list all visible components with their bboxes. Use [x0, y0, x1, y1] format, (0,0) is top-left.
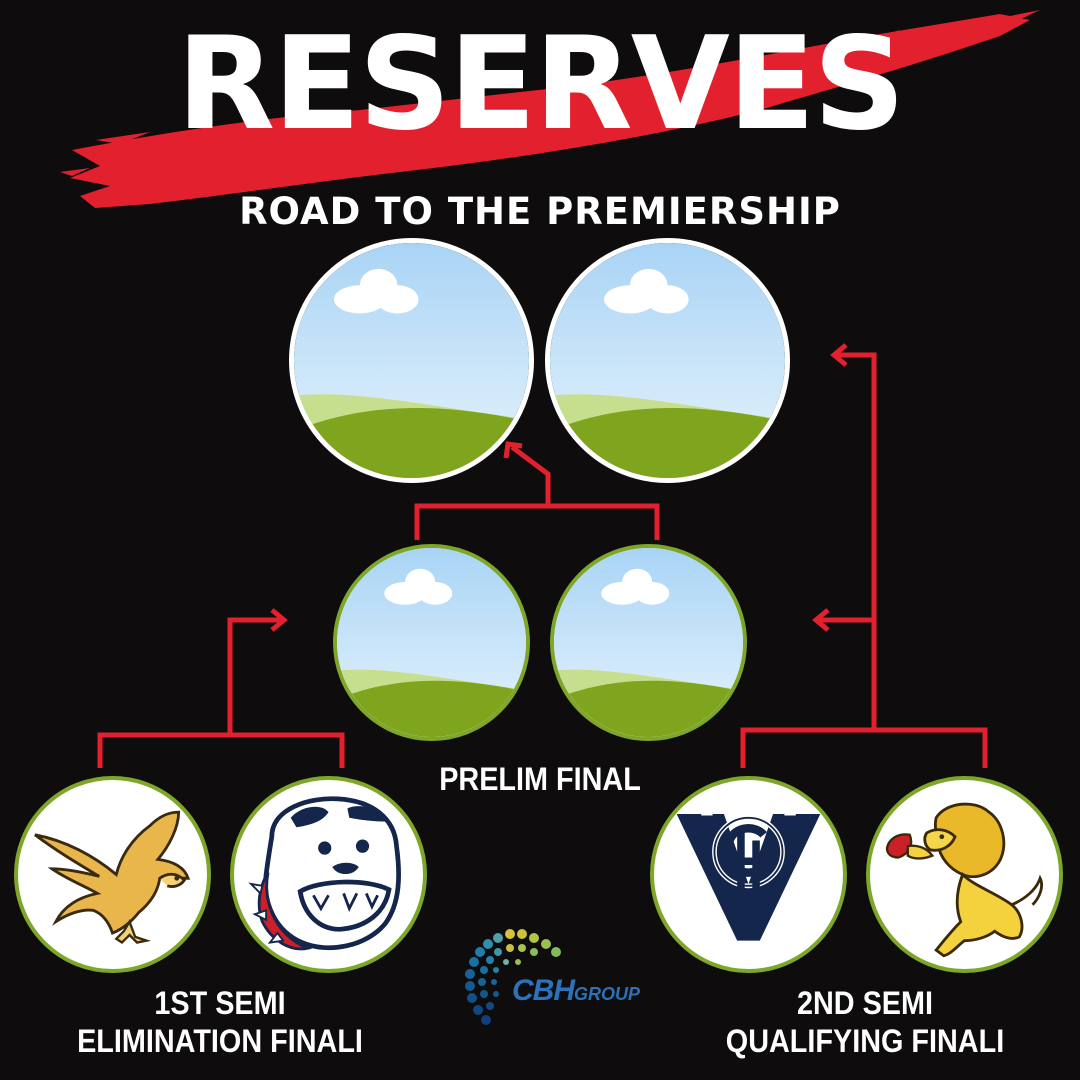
semi1-team-2 — [230, 776, 427, 973]
grand-final-slot-1 — [289, 238, 534, 483]
vfc-monogram-logo-icon — [676, 812, 821, 941]
grand-final-slot-2 — [545, 238, 790, 483]
semi1-connector-line — [227, 617, 282, 735]
placeholder-landscape-icon — [294, 243, 529, 478]
semi1-bracket-line — [97, 732, 345, 768]
cbh-swirl-icon — [465, 929, 561, 1025]
sponsor-logo: CBHGROUP — [450, 920, 650, 1030]
bulldog-logo-icon — [248, 796, 401, 951]
page-title: RESERVES — [176, 10, 906, 159]
page-subtitle: ROAD TO THE PREMIERSHIP — [239, 190, 841, 233]
semi2-label-line1: 2ND SEMI — [796, 985, 934, 1021]
semi2-bracket-line — [740, 727, 988, 768]
semi1-team-1 — [14, 776, 211, 973]
prelim-slot-1 — [333, 544, 530, 741]
placeholder-landscape-icon — [550, 243, 785, 478]
semi2-connector-line — [836, 352, 877, 730]
placeholder-landscape-icon — [337, 548, 526, 737]
prelim-connector-line — [510, 445, 551, 506]
prelim-bracket-line — [414, 503, 660, 540]
eagle-logo-icon — [34, 810, 191, 945]
semi1-label-line1: 1ST SEMI — [154, 985, 286, 1021]
lion-logo-icon — [885, 802, 1043, 958]
semi2-label-line2: QUALIFYING FINALI — [725, 1023, 1005, 1059]
red-brush-stroke — [60, 10, 1040, 208]
sponsor-suffix: GROUP — [574, 984, 641, 1004]
sponsor-brand: CBH — [512, 974, 575, 1007]
semi2-team-2 — [866, 776, 1063, 973]
prelim-slot-2 — [550, 544, 747, 741]
placeholder-landscape-icon — [554, 548, 743, 737]
prelim-final-label: PRELIM FINAL — [439, 761, 641, 797]
semi1-label-line2: ELIMINATION FINALI — [77, 1023, 363, 1059]
semi2-team-1 — [650, 776, 847, 973]
sponsor-wordmark: CBHGROUP — [512, 974, 640, 1008]
